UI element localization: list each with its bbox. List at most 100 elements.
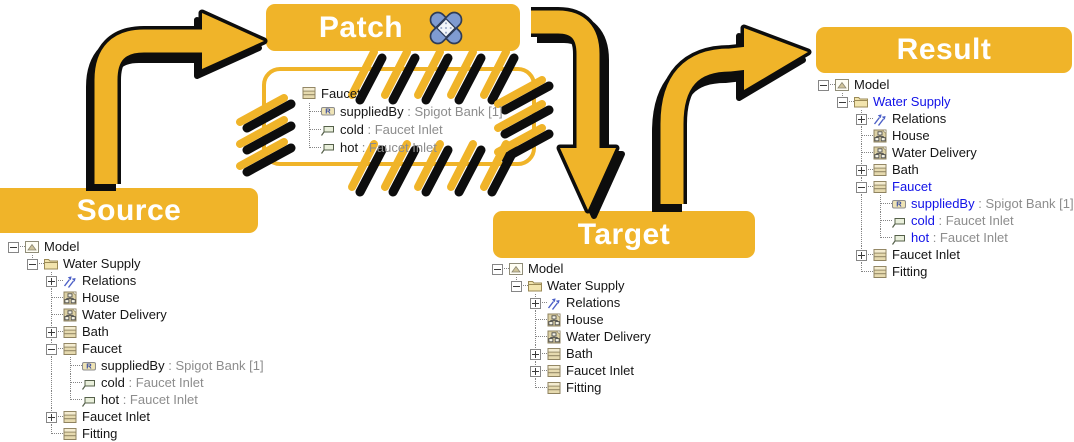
reference-icon: R: [81, 358, 97, 374]
tree-guide: [814, 263, 833, 280]
block-diagram-icon: [546, 312, 562, 328]
expander-plus-icon[interactable]: [46, 276, 57, 287]
expander-plus-icon[interactable]: [856, 165, 867, 176]
tree-row[interactable]: Water Supply: [4, 255, 264, 272]
expander-plus-icon[interactable]: [530, 298, 541, 309]
tree-guide: [61, 357, 82, 374]
tree-label: Fitting: [566, 380, 602, 395]
expander-plus-icon[interactable]: [46, 412, 57, 423]
tree-guide: [4, 391, 23, 408]
tree-label: Water Delivery: [892, 145, 977, 160]
tree-row[interactable]: Model: [488, 260, 651, 277]
tree-guide: [852, 127, 873, 144]
tree-row[interactable]: Bath: [488, 345, 651, 362]
tree-row[interactable]: House: [814, 127, 1074, 144]
tree-label: Water Delivery: [566, 329, 651, 344]
tree-row[interactable]: Water Delivery: [814, 144, 1074, 161]
tree-row[interactable]: cold : Faucet Inlet: [814, 212, 1074, 229]
expander-minus-icon[interactable]: [837, 97, 848, 108]
tree-row[interactable]: Water Delivery: [4, 306, 264, 323]
tree-row[interactable]: hot : Faucet Inlet: [814, 229, 1074, 246]
tree-row[interactable]: House: [488, 311, 651, 328]
tree-row[interactable]: Faucet Inlet: [488, 362, 651, 379]
model-icon: [24, 239, 40, 255]
tree-guide: [42, 340, 63, 357]
tree-row[interactable]: Model: [4, 238, 264, 255]
tree-label: Water Supply: [873, 94, 951, 109]
tree-detail: : Faucet Inlet: [934, 213, 1014, 228]
tree-guide: [871, 229, 892, 246]
reference-icon: R: [891, 196, 907, 212]
expander-minus-icon[interactable]: [856, 182, 867, 193]
tree-guide: [23, 340, 42, 357]
tree-row[interactable]: Fitting: [814, 263, 1074, 280]
tree-guide: [814, 144, 833, 161]
expander-plus-icon[interactable]: [530, 366, 541, 377]
arrow-source-to-patch: [86, 9, 268, 191]
tree-guide: [814, 178, 833, 195]
tree-row[interactable]: Bath: [4, 323, 264, 340]
tree-row[interactable]: Relations: [814, 110, 1074, 127]
tree-guide: [507, 277, 528, 294]
tree-row[interactable]: hot : Faucet Inlet: [300, 138, 503, 156]
tree-row[interactable]: Model: [814, 76, 1074, 93]
tree-guide: [4, 289, 23, 306]
expander-plus-icon[interactable]: [856, 114, 867, 125]
tree-row[interactable]: House: [4, 289, 264, 306]
svg-text:R: R: [86, 361, 92, 370]
tree-guide: [42, 289, 63, 306]
tree-row[interactable]: Faucet: [4, 340, 264, 357]
tree-row[interactable]: Relations: [488, 294, 651, 311]
expander-plus-icon[interactable]: [856, 250, 867, 261]
class-icon: [872, 247, 888, 263]
expander-minus-icon[interactable]: [818, 80, 829, 91]
tree-guide: [300, 138, 321, 156]
tree-row[interactable]: Faucet: [814, 178, 1074, 195]
expander-plus-icon[interactable]: [46, 327, 57, 338]
tree-label: hot: [911, 230, 930, 245]
tree-row[interactable]: cold : Faucet Inlet: [300, 120, 503, 138]
expander-minus-icon[interactable]: [492, 264, 503, 275]
tree-guide: [23, 289, 42, 306]
tree-guide: [852, 212, 871, 229]
tree-row[interactable]: Fitting: [488, 379, 651, 396]
tree-row[interactable]: Relations: [4, 272, 264, 289]
tree-guide: [833, 212, 852, 229]
tree-guide: [852, 246, 873, 263]
tree-detail: : Faucet Inlet: [929, 230, 1008, 245]
tree-label: Faucet: [892, 179, 932, 194]
tree-guide: [852, 263, 873, 280]
tree-row[interactable]: Faucet Inlet: [4, 408, 264, 425]
tree-row[interactable]: Faucet Inlet: [814, 246, 1074, 263]
tree-guide: [814, 127, 833, 144]
tree-guide: [526, 328, 547, 345]
tree-row[interactable]: cold : Faucet Inlet: [4, 374, 264, 391]
tree-label: Faucet Inlet: [892, 247, 960, 262]
tree-guide: [814, 195, 833, 212]
expander-minus-icon[interactable]: [46, 344, 57, 355]
tree-guide: [42, 357, 61, 374]
tree-row[interactable]: Bath: [814, 161, 1074, 178]
tree-row[interactable]: Faucet: [300, 84, 503, 102]
tree-row[interactable]: hot : Faucet Inlet: [4, 391, 264, 408]
tree-label: House: [566, 312, 604, 327]
tree-guide: [300, 120, 321, 138]
tree-row[interactable]: Water Supply: [814, 93, 1074, 110]
expander-minus-icon[interactable]: [27, 259, 38, 270]
tree-row[interactable]: Fitting: [4, 425, 264, 442]
class-icon: [62, 341, 78, 357]
tree-row[interactable]: Water Supply: [488, 277, 651, 294]
tree-label: Relations: [82, 273, 137, 288]
expander-minus-icon[interactable]: [8, 242, 19, 253]
reference-icon: R: [320, 103, 336, 119]
expander-minus-icon[interactable]: [511, 281, 522, 292]
tree-row[interactable]: Water Delivery: [488, 328, 651, 345]
port-icon: [81, 375, 97, 391]
expander-plus-icon[interactable]: [530, 349, 541, 360]
tree-guide: [833, 93, 854, 110]
